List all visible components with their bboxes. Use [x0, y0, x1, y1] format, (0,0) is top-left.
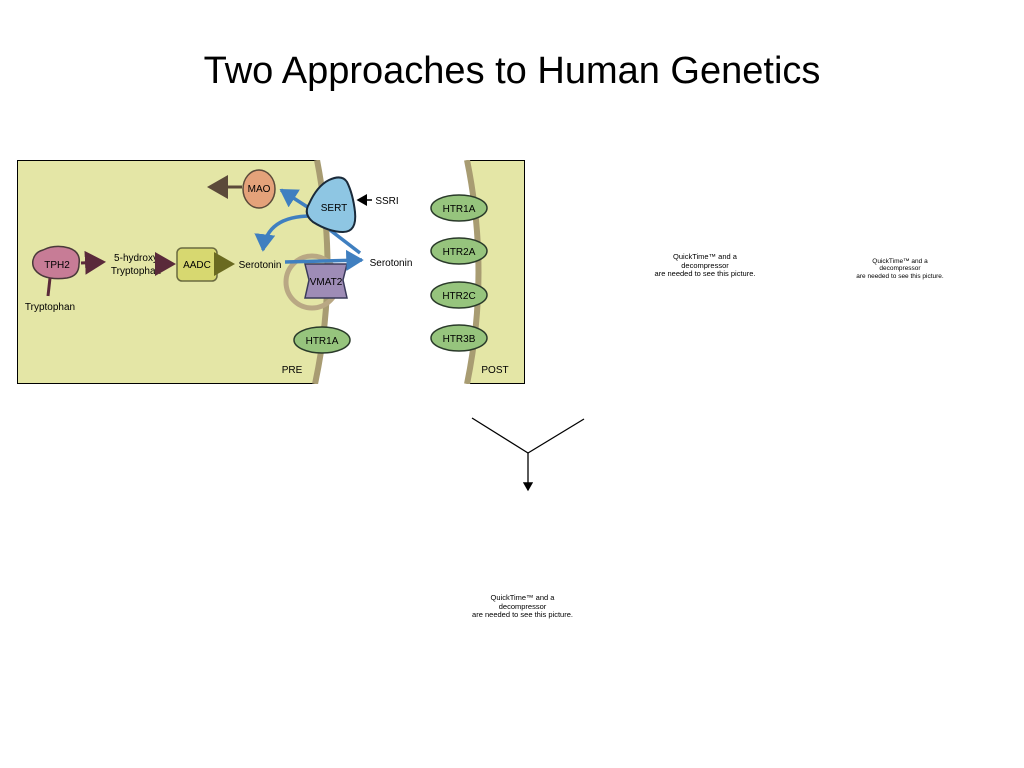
quicktime-placeholder-1: QuickTime™ and a decompressor are needed… — [630, 252, 780, 279]
placeholder-line: QuickTime™ and a — [673, 252, 737, 261]
slide-title: Two Approaches to Human Genetics — [203, 50, 821, 92]
htr2c-receptor — [430, 281, 488, 309]
post-membrane — [464, 160, 482, 384]
htr2a-label: HTR2A — [443, 247, 476, 258]
htr3b-receptor — [430, 324, 488, 352]
tryptophan-connector — [46, 277, 52, 297]
pre-label: PRE — [282, 365, 303, 376]
htr2a-receptor — [430, 237, 488, 265]
placeholder-line: decompressor — [498, 601, 547, 611]
ssri-label: SSRI — [375, 196, 398, 207]
serotonin-cleft-label: Serotonin — [370, 258, 413, 269]
tph2-label: TPH2 — [44, 260, 70, 271]
post-label: POST — [481, 365, 508, 376]
vmat2-label: VMAT2 — [310, 277, 343, 288]
htr1a-post-label: HTR1A — [443, 204, 476, 215]
sert-label: SERT — [321, 203, 348, 214]
mao-enzyme — [242, 169, 276, 209]
placeholder-line: QuickTime™ and a — [490, 593, 555, 602]
placeholder-line: are needed to see this picture. — [856, 272, 944, 280]
quicktime-placeholder-2: QuickTime™ and a decompressor are needed… — [840, 258, 960, 280]
serotonin-pathway-diagram: TPH2 Tryptophan 5-hydroxy Tryptophan AAD… — [17, 160, 525, 384]
sert-transporter — [305, 176, 357, 234]
htr3b-label: HTR3B — [443, 334, 476, 345]
mao-degrade-arrow — [279, 188, 310, 210]
htr1a-post-receptor — [430, 194, 488, 222]
reuptake-arrow — [328, 228, 362, 255]
converging-arrow — [471, 417, 585, 492]
recycle-arrow — [254, 214, 315, 252]
serotonin-release-arrow — [284, 249, 364, 271]
htr1a-pre-label: HTR1A — [306, 336, 339, 347]
tph2-arrow — [80, 250, 106, 275]
hydroxy-tryptophan-label-line1: 5-hydroxy — [114, 253, 158, 264]
quicktime-placeholder-3: QuickTime™ and a decompressor are needed… — [455, 593, 590, 620]
htr1a-pre-receptor — [293, 326, 351, 354]
tryptophan-label: Tryptophan — [25, 302, 75, 313]
placeholder-line: are needed to see this picture. — [472, 610, 573, 620]
placeholder-line: decompressor — [681, 260, 729, 270]
placeholder-line: decompressor — [879, 265, 921, 273]
mao-label: MAO — [248, 184, 271, 195]
hydroxy-tryptophan-label-line2: Tryptophan — [111, 266, 161, 277]
tph2-enzyme — [31, 245, 81, 280]
converging-arrow-right-branch — [527, 418, 585, 454]
serotonin-pre-label: Serotonin — [239, 260, 282, 271]
placeholder-line: QuickTime™ and a — [872, 258, 928, 265]
placeholder-line: are needed to see this picture. — [654, 269, 756, 279]
aadc-label: AADC — [183, 260, 211, 271]
converging-arrow-left-branch — [471, 417, 529, 454]
htr2c-label: HTR2C — [442, 291, 475, 302]
